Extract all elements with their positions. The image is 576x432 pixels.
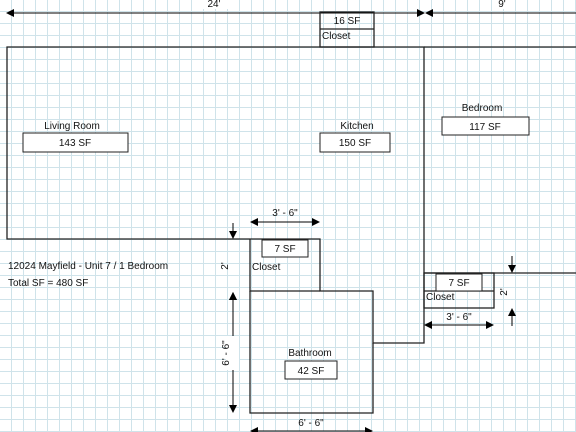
overall-dimension-left: 24' (6, 0, 425, 17)
dimension-bed-closet-depth-label: 2' (499, 288, 510, 296)
room-kitchen-name: Kitchen (340, 121, 373, 132)
overall-dimension-right-label: 9' (498, 0, 506, 10)
closet-bedroom-name: Closet (426, 292, 455, 303)
dimension-hall-closet-width: 3' - 6" (250, 208, 320, 226)
closet-hall-area: 7 SF (274, 244, 295, 255)
dimension-hall-closet-width-label: 3' - 6" (272, 208, 298, 219)
closet-top: 16 SF Closet (319, 11, 375, 48)
closet-top-area: 16 SF (334, 16, 361, 27)
room-kitchen-area: 150 SF (339, 138, 371, 149)
walls (6, 46, 576, 414)
closet-bedroom-area: 7 SF (448, 278, 469, 289)
room-bathroom-name: Bathroom (288, 348, 331, 359)
room-kitchen: Kitchen 150 SF (319, 121, 391, 153)
room-bedroom-area: 117 SF (469, 122, 501, 133)
dimension-hall-closet-depth: 2' (220, 223, 237, 310)
dimension-bath-width: 6' - 6" (250, 418, 373, 432)
room-bedroom: Bedroom 117 SF (441, 103, 530, 136)
plan-address: 12024 Mayfield - Unit 7 / 1 Bedroom (8, 261, 168, 272)
room-bathroom-area: 42 SF (298, 366, 325, 377)
dimension-bed-closet-width: 3' - 6" (424, 312, 494, 329)
room-living-area: 143 SF (59, 138, 91, 149)
room-bathroom: Bathroom 42 SF (284, 348, 338, 380)
dimension-bed-closet-depth: 2' (499, 256, 516, 326)
dimension-bath-height-label: 6' - 6" (221, 340, 232, 366)
room-bedroom-name: Bedroom (462, 103, 503, 114)
dimension-bath-height: 6' - 6" (221, 292, 239, 413)
closet-hall: 7 SF Closet (252, 239, 309, 273)
dimension-bath-width-label: 6' - 6" (298, 418, 324, 429)
dimension-hall-closet-depth-label: 2' (220, 262, 231, 270)
plan-total: Total SF = 480 SF (8, 278, 88, 289)
overall-dimension-left-label: 24' (207, 0, 220, 10)
closet-top-name: Closet (322, 31, 351, 42)
overall-dimension-right: 9' (425, 0, 576, 17)
closet-hall-name: Closet (252, 262, 281, 273)
room-living: Living Room 143 SF (22, 121, 129, 153)
dimension-bed-closet-width-label: 3' - 6" (446, 312, 472, 323)
room-living-name: Living Room (44, 121, 100, 132)
closet-bedroom: 7 SF Closet (426, 273, 483, 303)
